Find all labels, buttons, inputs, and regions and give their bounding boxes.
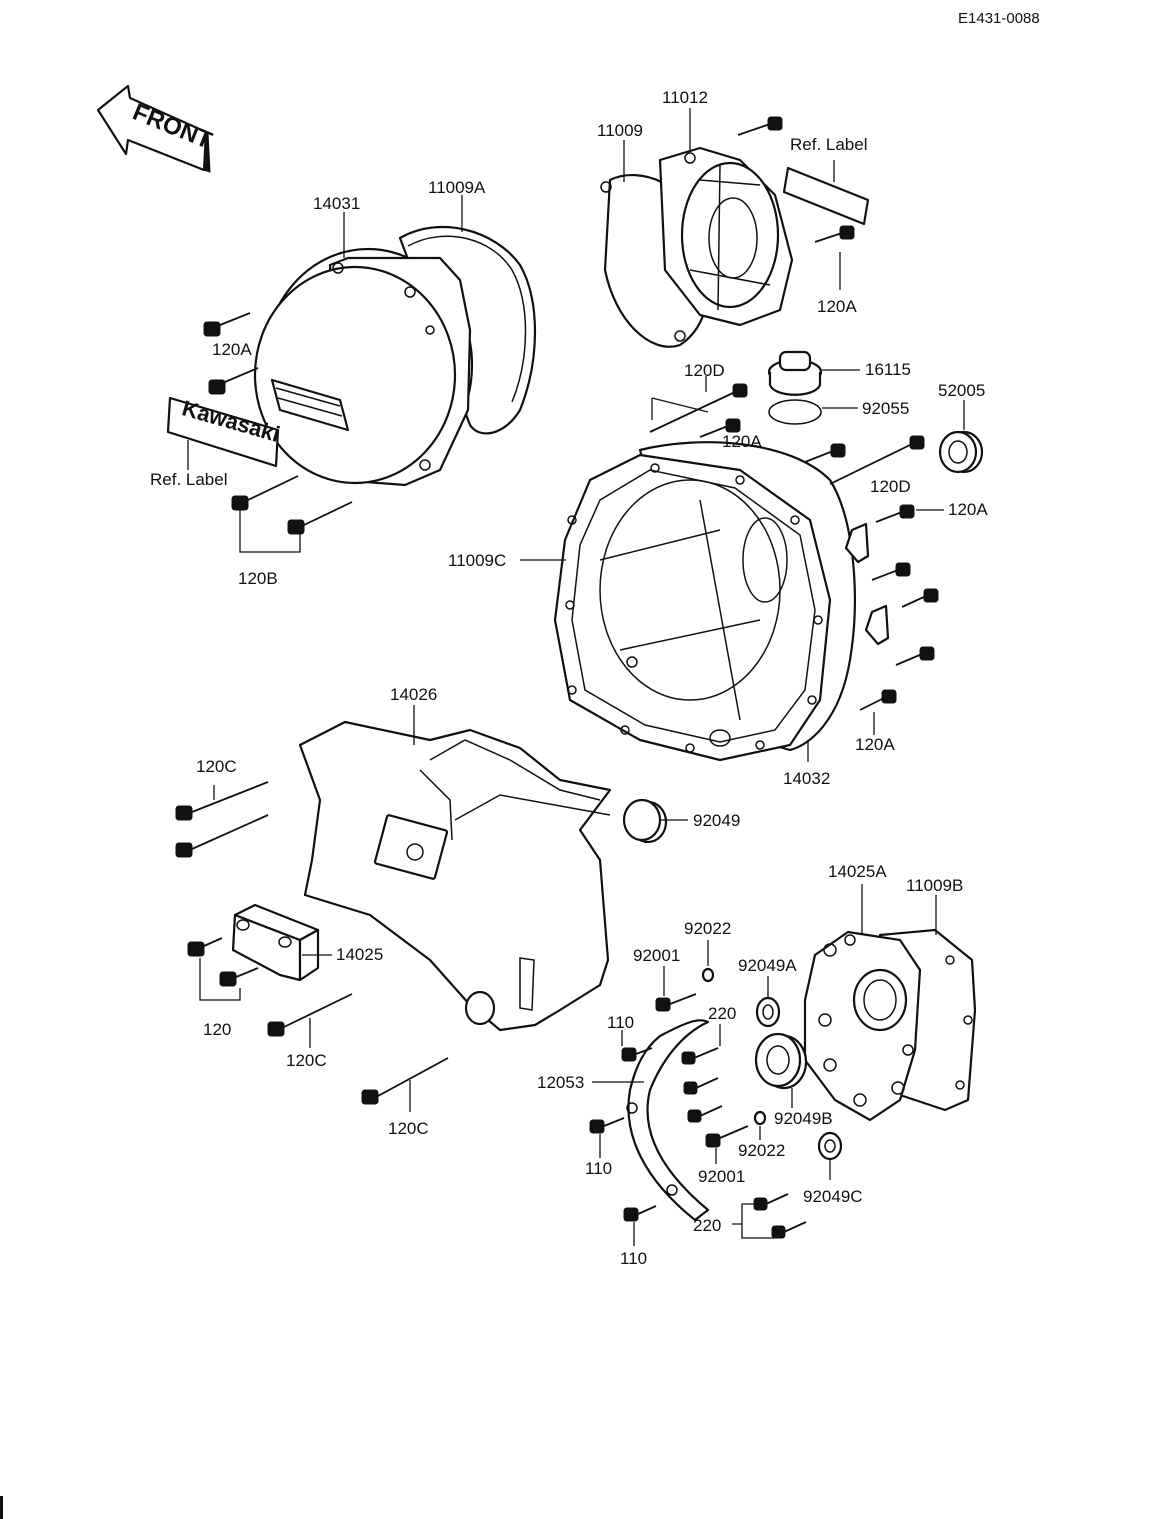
bolt-120C-2 <box>175 814 269 858</box>
bolt-120A-right-5 <box>859 689 897 711</box>
bolt-120A-right-4 <box>895 646 935 666</box>
label-52005: 52005 <box>938 381 985 400</box>
label-92049: 92049 <box>693 811 740 830</box>
scan-edge-mark <box>0 1496 3 1519</box>
oil-seal-92049C <box>817 1131 843 1161</box>
label-220-b: 220 <box>693 1216 721 1235</box>
label-120D-top: 120D <box>684 361 725 380</box>
bolt-120-1 <box>187 937 223 957</box>
bolt-220-a <box>681 1047 719 1065</box>
label-110-c: 110 <box>620 1249 647 1268</box>
bolt-120A-right-3 <box>901 588 939 608</box>
label-120A-left: 120A <box>212 340 252 359</box>
label-11009C: 11009C <box>448 551 506 570</box>
bolt-110-a <box>621 1047 653 1062</box>
bolt-120B-1 <box>231 475 299 511</box>
label-11009: 11009 <box>597 121 643 140</box>
washer-92022-a <box>701 967 715 983</box>
label-120A-mid: 120A <box>722 432 762 451</box>
label-ref-label-left: Ref. Label <box>150 470 228 489</box>
oil-seal-92049A <box>755 996 781 1028</box>
label-14025: 14025 <box>336 945 383 964</box>
sprocket-cover-14026 <box>298 720 612 1032</box>
oil-seal-92049 <box>622 798 668 844</box>
bolt-120A-top-right <box>814 225 855 243</box>
label-14031: 14031 <box>313 194 360 213</box>
diagram-code: E1431-0088 <box>958 10 1040 27</box>
label-120B: 120B <box>238 569 278 588</box>
label-120A-right: 120A <box>948 500 988 519</box>
oil-seal-52005 <box>938 430 984 474</box>
bolt-120-2 <box>219 967 259 987</box>
chain-guide-12053 <box>626 1019 710 1222</box>
label-92001-a: 92001 <box>633 946 680 965</box>
label-120C-b: 120C <box>286 1051 327 1070</box>
label-11009A: 11009A <box>428 178 486 197</box>
kawasaki-emblem: Kawasaki <box>166 395 283 468</box>
cover-14025A <box>803 928 977 1122</box>
bolt-120D-right <box>829 435 925 485</box>
clamp-2 <box>864 604 890 646</box>
bolt-120C-4 <box>361 1057 449 1105</box>
spacer-block-14025 <box>231 903 320 982</box>
clamp-1 <box>844 522 870 564</box>
label-120A-top: 120A <box>817 297 857 316</box>
washer-92022-b <box>753 1110 767 1126</box>
label-16115: 16115 <box>865 360 911 379</box>
crankcase-cover-14032 <box>553 441 856 762</box>
bolt-220-c <box>687 1105 723 1123</box>
bolt-220-e <box>771 1221 807 1239</box>
bolt-120A-mid <box>699 418 741 438</box>
label-120C-a: 120C <box>196 757 237 776</box>
bolt-110-c <box>623 1205 657 1222</box>
bolt-120A-top <box>737 116 783 136</box>
label-92049B: 92049B <box>774 1109 833 1128</box>
label-110-a: 110 <box>607 1013 634 1032</box>
bolt-220-b <box>683 1077 719 1095</box>
bolt-110-b <box>589 1117 625 1134</box>
label-110-b: 110 <box>585 1159 612 1178</box>
bolt-120C-3 <box>267 993 353 1037</box>
bolt-120B-2 <box>287 501 353 535</box>
bolt-120A-lower-left <box>208 367 259 395</box>
o-ring-92055 <box>768 399 822 425</box>
label-ref-label-top: Ref. Label <box>790 135 868 154</box>
label-120: 120 <box>203 1020 231 1039</box>
bolt-92001-a <box>655 993 697 1012</box>
label-12053: 12053 <box>537 1073 584 1092</box>
label-14026: 14026 <box>390 685 437 704</box>
generator-cover-14031 <box>253 225 537 487</box>
label-120A-low: 120A <box>855 735 895 754</box>
label-220-a: 220 <box>708 1004 736 1023</box>
oil-filler-cap-16115 <box>767 350 823 396</box>
label-14032: 14032 <box>783 769 830 788</box>
bolt-120A-right-2 <box>871 562 911 581</box>
label-11009B: 11009B <box>906 876 963 895</box>
label-120D-right: 120D <box>870 477 911 496</box>
label-11012: 11012 <box>662 88 708 107</box>
label-92022-b: 92022 <box>738 1141 785 1160</box>
bolt-92001-b <box>705 1125 749 1148</box>
bolt-120D-upper <box>649 383 748 433</box>
label-92049C: 92049C <box>803 1187 863 1206</box>
label-14025A: 14025A <box>828 862 887 881</box>
bolt-120A-right-1 <box>875 504 915 523</box>
bolt-220-d <box>753 1193 789 1211</box>
label-92022-a: 92022 <box>684 919 731 938</box>
label-120C-c: 120C <box>388 1119 429 1138</box>
clutch-cover-11012 <box>600 146 794 348</box>
ref-label-top <box>782 160 870 226</box>
label-92049A: 92049A <box>738 956 797 975</box>
bolt-120C-1 <box>175 781 269 821</box>
oil-seal-92049B <box>754 1032 808 1090</box>
label-92055: 92055 <box>862 399 909 418</box>
bolt-120A-upper-left <box>203 312 251 337</box>
label-92001-b: 92001 <box>698 1167 745 1186</box>
bolt-120A-mid2 <box>804 443 846 463</box>
front-arrow-icon: FRONT <box>96 84 216 173</box>
